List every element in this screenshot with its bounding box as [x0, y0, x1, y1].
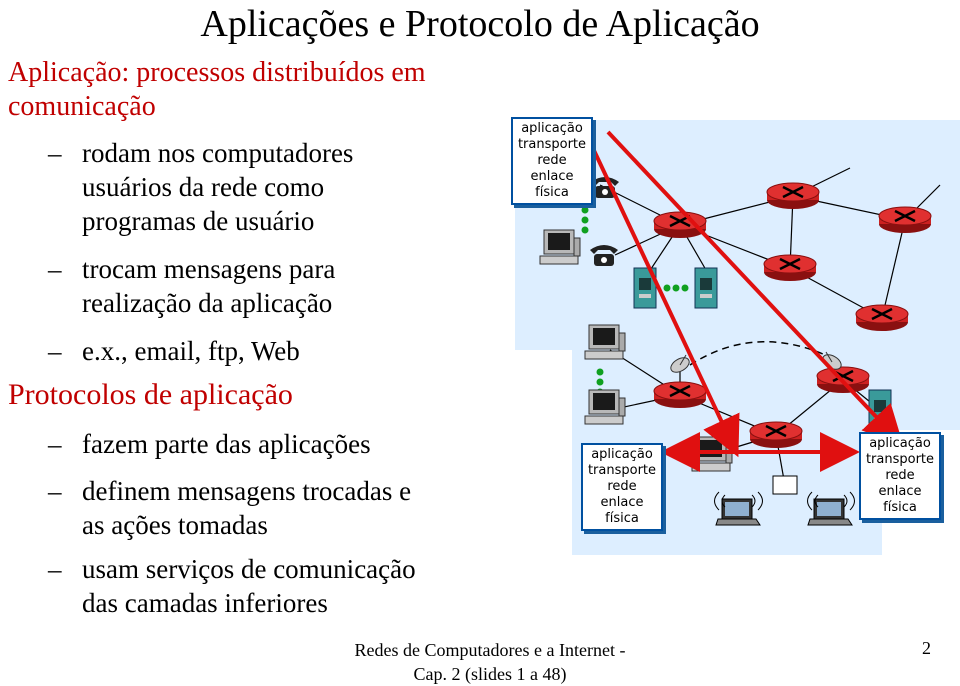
- layer-link: enlace: [878, 484, 922, 499]
- layer-application: aplicação: [591, 447, 653, 462]
- bullet-line: das camadas inferiores: [82, 588, 328, 618]
- bullet-dash: –: [48, 476, 62, 506]
- footer-line: Cap. 2 (slides 1 a 48): [413, 664, 567, 684]
- layer-link: enlace: [530, 169, 574, 184]
- heading-line: comunicação: [8, 91, 156, 122]
- bullet-dash: –: [48, 254, 62, 284]
- router-icon: [765, 181, 821, 211]
- computer-icon: [584, 389, 626, 425]
- base-station-icon: [772, 475, 798, 495]
- network-area-right: [880, 350, 960, 430]
- footer-line: Redes de Computadores e a Internet -: [354, 640, 626, 660]
- bullet-dash: –: [48, 554, 62, 584]
- router-icon: [854, 303, 910, 333]
- dashed-link: [689, 341, 841, 366]
- layer-physical: física: [605, 511, 639, 526]
- layer-transport: transporte: [517, 137, 587, 152]
- bullet-line: realização da aplicação: [82, 288, 333, 318]
- router-icon: [748, 420, 804, 450]
- computer-icon: [584, 324, 626, 360]
- layer-network: rede: [607, 479, 637, 494]
- satellite-dish-icon: [670, 354, 690, 373]
- slide-footer: Redes de Computadores e a Internet - Cap…: [320, 638, 660, 686]
- layer-transport: transporte: [587, 463, 657, 478]
- layer-link: enlace: [600, 495, 644, 510]
- layer-transport: transporte: [865, 452, 935, 467]
- server-icon: [694, 267, 718, 309]
- layer-network: rede: [885, 468, 915, 483]
- bullet-line: programas de usuário: [82, 206, 315, 236]
- bullet-line: fazem parte das aplicações: [82, 429, 371, 459]
- router-icon: [877, 205, 933, 235]
- bullet-dash: –: [48, 429, 62, 459]
- application-arrow: [606, 130, 904, 446]
- computer-icon: [539, 229, 581, 265]
- protocol-stack-destination: aplicação transporte rede enlace física: [859, 432, 941, 520]
- layer-network: rede: [537, 153, 567, 168]
- bullet-line: e.x., email, ftp, Web: [82, 336, 300, 366]
- bullet-line: rodam nos computadores: [82, 138, 354, 168]
- bullet-dash: –: [48, 336, 62, 366]
- bullet-line: as ações tomadas: [82, 510, 268, 540]
- section-heading-applications: Aplicação: processos distribuídos em com…: [8, 56, 426, 124]
- protocol-stack-middle: aplicação transporte rede enlace física: [581, 443, 663, 531]
- bullet-dash: –: [48, 138, 62, 168]
- layer-application: aplicação: [521, 121, 583, 136]
- bullet-line: trocam mensagens para: [82, 254, 336, 284]
- application-arrow: [580, 124, 740, 458]
- router-icon: [762, 253, 818, 283]
- layer-application: aplicação: [869, 436, 931, 451]
- layer-physical: física: [535, 185, 569, 200]
- bullet-line: usuários da rede como: [82, 172, 325, 202]
- heading-line: Aplicação: processos distribuídos em: [8, 57, 426, 88]
- slide-title: Aplicações e Protocolo de Aplicação: [200, 3, 760, 45]
- layer-physical: física: [883, 500, 917, 515]
- bullet-line: usam serviços de comunicação: [82, 554, 416, 584]
- bullet-line: definem mensagens trocadas e: [82, 476, 412, 506]
- router-icon: [652, 380, 708, 410]
- page-number: 2: [922, 638, 931, 658]
- wireless-signal-icon: [714, 491, 855, 511]
- protocol-stack-source: aplicação transporte rede enlace física: [511, 117, 593, 205]
- section-heading-protocols: Protocolos de aplicação: [8, 378, 293, 411]
